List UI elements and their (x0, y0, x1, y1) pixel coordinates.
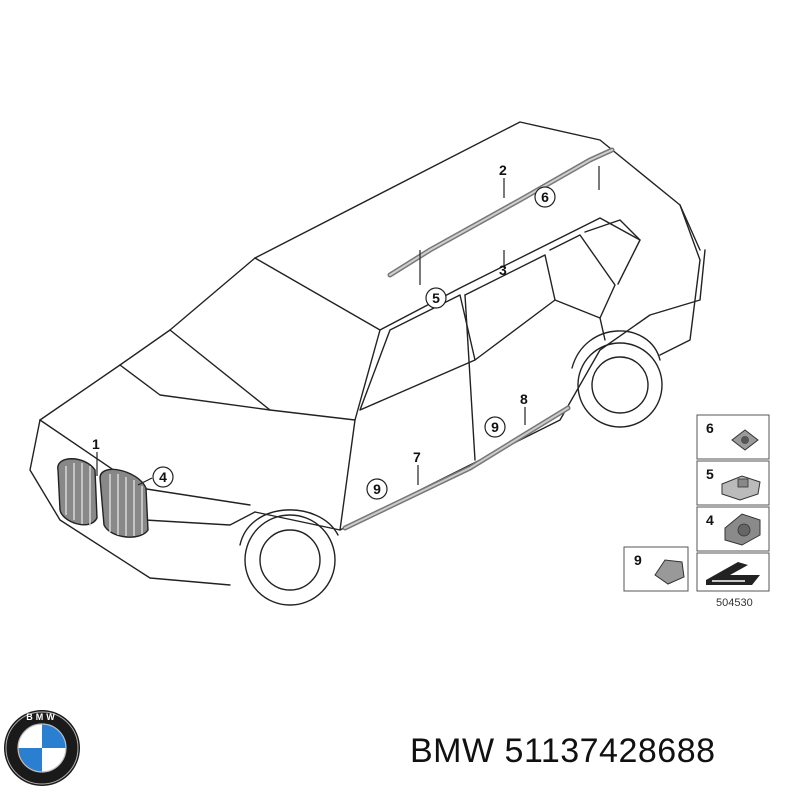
sensor-part (724, 513, 761, 546)
clip-nut-part (731, 429, 759, 451)
callout-9-front: 9 (373, 481, 381, 497)
callout-5: 5 (432, 290, 440, 306)
callout-1: 1 (92, 436, 100, 452)
legend-9-number: 9 (634, 552, 642, 568)
circled-callouts: 6 5 4 9 9 (152, 186, 556, 500)
parts-legend: 6 5 4 9 504530 (623, 414, 770, 609)
legend-5-number: 5 (706, 466, 714, 482)
push-clip-part (654, 559, 685, 585)
callout-4: 4 (159, 469, 167, 485)
part-number-caption: BMW 51137428688 (410, 732, 716, 770)
roof-rail-upper (387, 147, 615, 278)
diagram-reference-code: 504530 (716, 597, 753, 609)
car-outline (29, 121, 706, 606)
callout-6: 6 (541, 189, 549, 205)
arrow-symbol (706, 562, 760, 585)
callout-2: 2 (499, 162, 507, 178)
kidney-grille (57, 458, 149, 538)
legend-4-number: 4 (706, 512, 714, 528)
leader-lines (96, 166, 600, 486)
callout-9-rear: 9 (491, 419, 499, 435)
legend-6-number: 6 (706, 420, 714, 436)
bmw-logo: BMW (4, 710, 80, 786)
svg-text:BMW: BMW (26, 712, 58, 722)
callout-3: 3 (499, 262, 507, 278)
callout-7: 7 (413, 449, 421, 465)
bracket-part (721, 475, 761, 501)
callout-8: 8 (520, 391, 528, 407)
side-sill-trim (342, 405, 571, 531)
